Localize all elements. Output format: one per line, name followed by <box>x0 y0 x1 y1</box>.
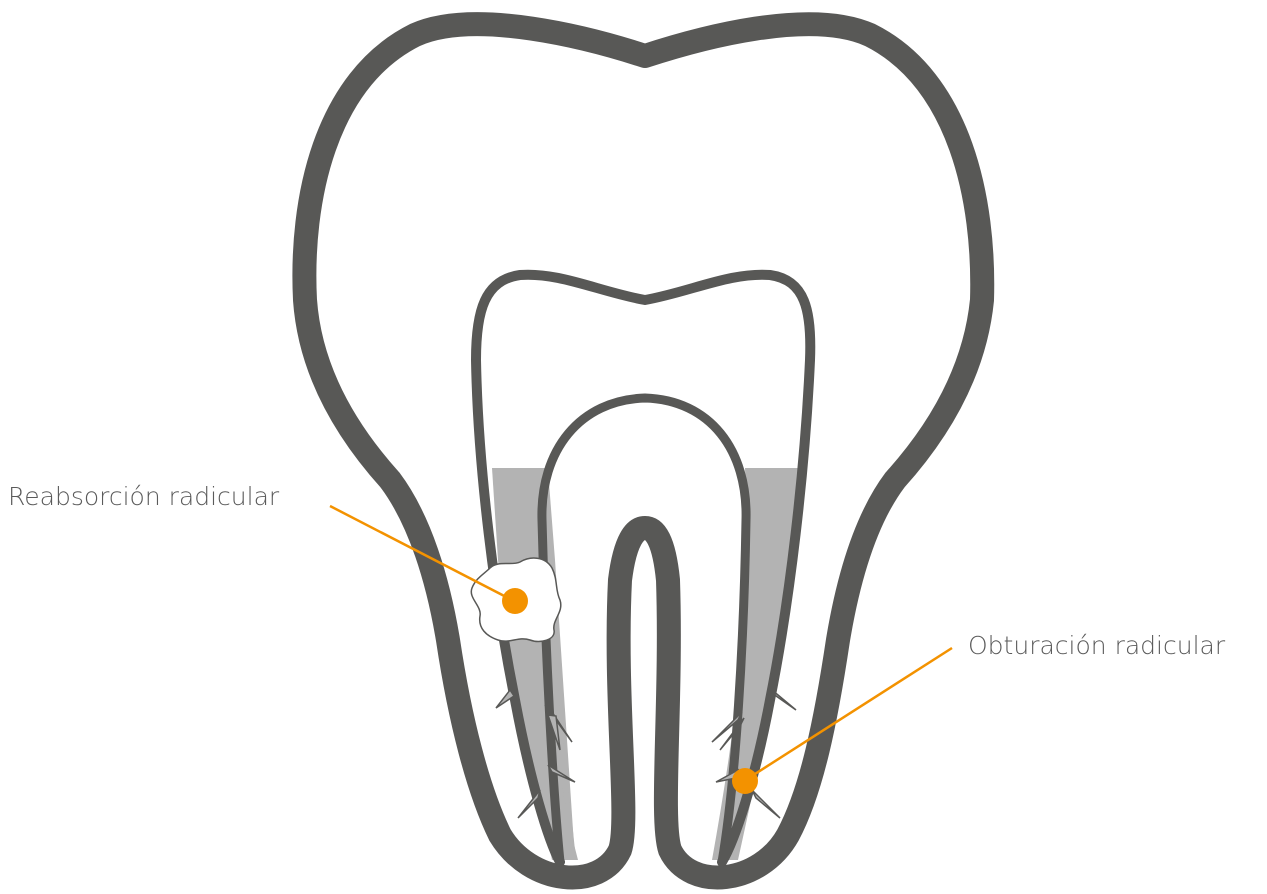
tooth-outer-outline <box>304 24 982 877</box>
label-filling: Obturación radicular <box>968 633 1225 658</box>
marker-dot-resorption <box>502 588 528 614</box>
label-resorption: Reabsorción radicular <box>8 484 279 509</box>
marker-dot-filling <box>732 768 758 794</box>
